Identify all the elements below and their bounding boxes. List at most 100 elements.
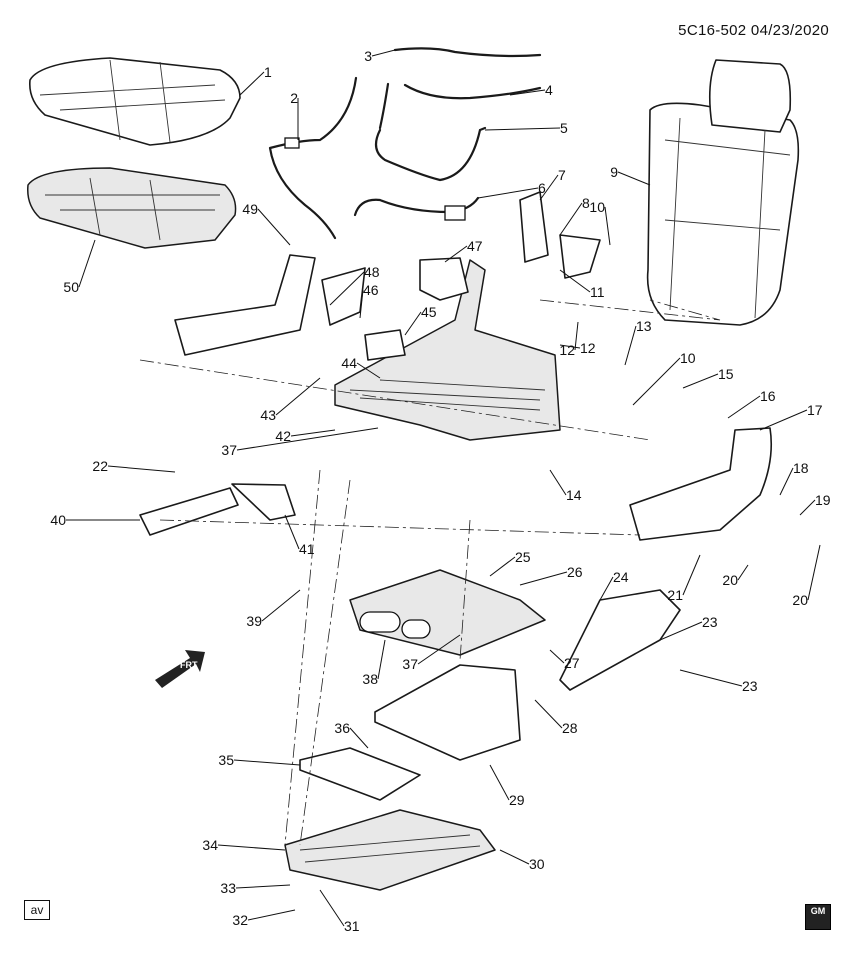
callout-leader-23 [679, 669, 743, 687]
callout-3[interactable]: 3 [364, 48, 372, 64]
callout-leader-26 [519, 571, 568, 586]
callout-leader-23 [659, 621, 703, 641]
callout-26[interactable]: 26 [567, 564, 583, 580]
callout-36[interactable]: 36 [334, 720, 350, 736]
callout-leader-27 [549, 649, 565, 664]
callout-23[interactable]: 23 [742, 678, 758, 694]
callout-43[interactable]: 43 [260, 407, 276, 423]
callout-12[interactable]: 12 [559, 342, 575, 358]
callout-24[interactable]: 24 [613, 569, 629, 585]
callout-33[interactable]: 33 [220, 880, 236, 896]
callout-41[interactable]: 41 [299, 541, 315, 557]
callout-38[interactable]: 38 [362, 671, 378, 687]
callout-37[interactable]: 37 [221, 442, 237, 458]
callout-10[interactable]: 10 [680, 350, 696, 366]
seat-pan[interactable] [374, 664, 521, 761]
callout-27[interactable]: 27 [564, 655, 580, 671]
callout-20[interactable]: 20 [722, 572, 738, 588]
callout-12[interactable]: 12 [580, 340, 596, 356]
callout-leader-21 [682, 554, 701, 596]
seat-cushion-pad[interactable] [27, 167, 237, 249]
callout-6[interactable]: 6 [538, 180, 546, 196]
assembly-guide-lines [139, 299, 721, 846]
callout-leader-39 [261, 589, 301, 622]
callout-15[interactable]: 15 [718, 366, 734, 382]
seat-back-assembly[interactable] [646, 59, 800, 326]
callout-leader-37 [236, 427, 379, 451]
callout-11[interactable]: 11 [590, 284, 605, 300]
callout-leader-48 [329, 271, 365, 306]
callout-47[interactable]: 47 [467, 238, 483, 254]
callout-48[interactable]: 48 [364, 264, 380, 280]
rear-side-shield[interactable] [559, 427, 773, 691]
callout-leader-14 [549, 469, 567, 496]
callout-35[interactable]: 35 [218, 752, 234, 768]
callout-14[interactable]: 14 [566, 487, 582, 503]
callout-13[interactable]: 13 [636, 318, 652, 334]
callout-leader-41 [284, 514, 300, 550]
callout-4[interactable]: 4 [545, 82, 553, 98]
callout-29[interactable]: 29 [509, 792, 525, 808]
seat-track-cover[interactable] [299, 747, 421, 801]
callout-37[interactable]: 37 [402, 656, 418, 672]
callout-40[interactable]: 40 [50, 512, 66, 528]
callout-leader-1 [239, 71, 265, 96]
callout-leader-32 [247, 909, 296, 921]
callout-7[interactable]: 7 [558, 167, 566, 183]
callout-leader-42 [290, 429, 336, 437]
callout-leader-10 [604, 206, 611, 246]
callout-10[interactable]: 10 [589, 199, 605, 215]
callout-23[interactable]: 23 [702, 614, 718, 630]
callout-28[interactable]: 28 [562, 720, 578, 736]
callout-leader-5 [484, 127, 561, 131]
seat-cushion-cover[interactable] [28, 57, 241, 146]
callout-2[interactable]: 2 [290, 90, 298, 106]
callout-34[interactable]: 34 [202, 837, 218, 853]
callout-21[interactable]: 21 [667, 587, 683, 603]
callout-17[interactable]: 17 [807, 402, 823, 418]
callout-20[interactable]: 20 [792, 592, 808, 608]
harness-wiring[interactable] [268, 47, 542, 240]
callout-44[interactable]: 44 [341, 355, 357, 371]
callout-42[interactable]: 42 [275, 428, 291, 444]
callout-leader-9 [617, 171, 651, 186]
callout-25[interactable]: 25 [515, 549, 531, 565]
callout-18[interactable]: 18 [793, 460, 809, 476]
callout-45[interactable]: 45 [421, 304, 437, 320]
diagram-id: 5C16-502 [678, 22, 747, 39]
callout-leader-35 [233, 759, 301, 766]
seat-frame[interactable] [321, 191, 601, 441]
callout-leader-46 [359, 289, 364, 319]
callout-16[interactable]: 16 [760, 388, 776, 404]
callout-39[interactable]: 39 [246, 613, 262, 629]
callout-1[interactable]: 1 [264, 64, 272, 80]
callout-30[interactable]: 30 [529, 856, 545, 872]
callout-leader-12 [559, 344, 581, 349]
callout-leader-13 [624, 325, 637, 366]
callout-leader-30 [499, 849, 530, 865]
callout-leader-31 [319, 889, 345, 927]
seat-riser[interactable] [349, 569, 546, 656]
callout-leader-11 [559, 269, 591, 293]
callout-8[interactable]: 8 [582, 195, 590, 211]
callout-31[interactable]: 31 [344, 918, 360, 934]
diagram-date: 04/23/2020 [750, 22, 829, 39]
callout-leader-18 [779, 467, 794, 496]
callout-leader-29 [489, 764, 510, 801]
callout-9[interactable]: 9 [610, 164, 618, 180]
callout-leader-37 [417, 634, 461, 665]
callout-50[interactable]: 50 [63, 279, 79, 295]
diagram-header: 5C16-502 04/23/2020 [678, 22, 829, 39]
callout-5[interactable]: 5 [560, 120, 568, 136]
callout-32[interactable]: 32 [232, 912, 248, 928]
inboard-side-shield[interactable] [139, 483, 296, 536]
callout-22[interactable]: 22 [92, 458, 108, 474]
outboard-side-shield[interactable] [174, 254, 316, 356]
callout-46[interactable]: 46 [363, 282, 379, 298]
callout-leader-3 [371, 49, 396, 57]
callout-leader-15 [682, 373, 719, 389]
callout-49[interactable]: 49 [242, 201, 258, 217]
callout-19[interactable]: 19 [815, 492, 831, 508]
seat-adjuster-track[interactable] [284, 809, 496, 891]
